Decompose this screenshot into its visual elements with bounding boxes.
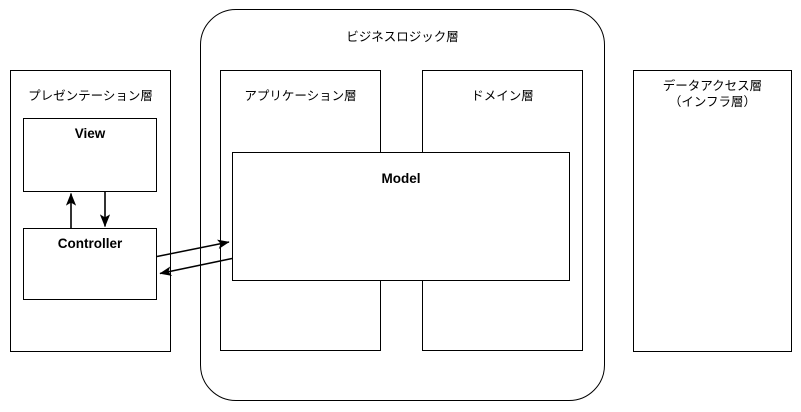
application-layer-label: アプリケーション層 [244,89,357,103]
data-access-layer-container[interactable] [633,70,792,352]
view-node-label: View [74,126,106,141]
data-access-layer-label: データアクセス層 （インフラ層） [662,79,763,109]
controller-node-label: Controller [57,236,123,251]
controller-node[interactable] [23,228,157,300]
presentation-layer-container[interactable] [10,70,171,352]
presentation-layer-label: プレゼンテーション層 [28,89,153,103]
model-node[interactable] [232,152,570,281]
view-node[interactable] [23,118,157,192]
business-logic-layer-label: ビジネスロジック層 [346,30,459,44]
domain-layer-label: ドメイン層 [471,89,534,103]
model-node-label: Model [381,171,421,186]
